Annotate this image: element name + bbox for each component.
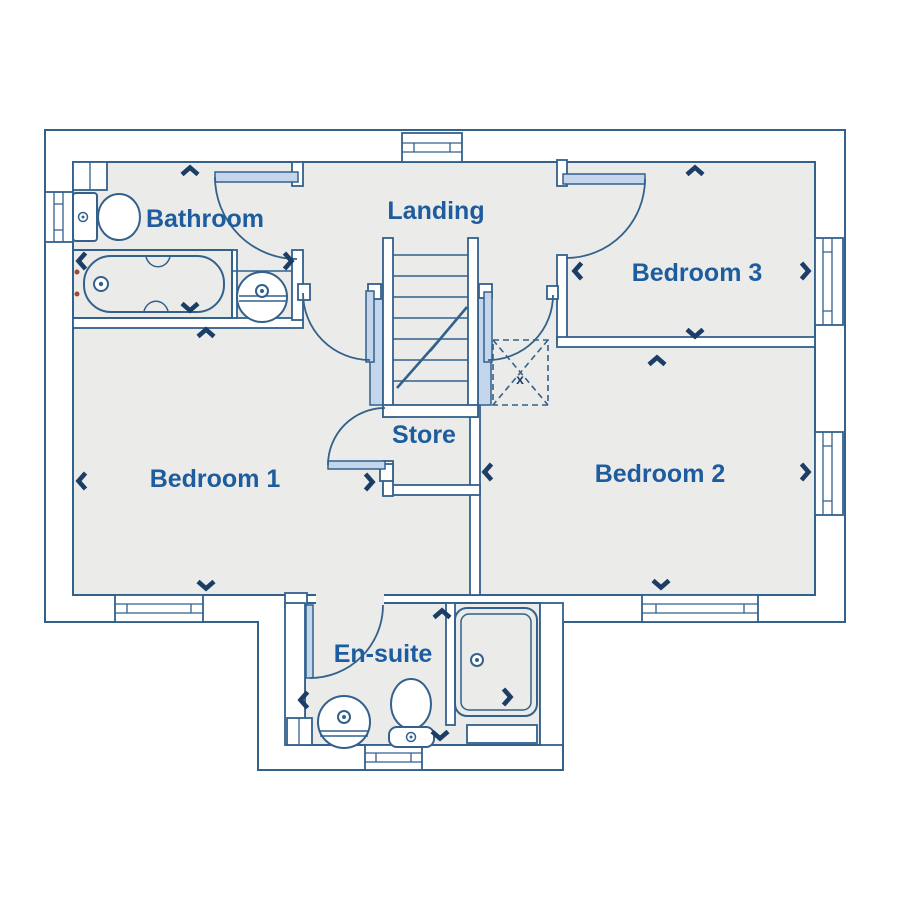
chevron-left-icon [571, 261, 584, 281]
room-label-bedroom2: Bedroom 2 [595, 460, 726, 488]
chevron-down-icon [685, 327, 705, 340]
room-label-ensuite: En-suite [334, 640, 433, 668]
stair-direction-break-line [396, 306, 468, 389]
room-labels: Bathroom Landing Bedroom 3 Bedroom 1 Sto… [146, 197, 762, 668]
ensuite-door [305, 604, 384, 679]
window-bedroom2-bottom [641, 594, 759, 623]
chevron-down-icon [180, 301, 200, 314]
stair-string-right [467, 237, 479, 418]
bathroom-toilet [72, 192, 141, 242]
chevron-right-icon [799, 462, 812, 482]
room-floors [72, 161, 816, 746]
fixtures [72, 192, 538, 749]
room-label-landing: Landing [387, 197, 484, 225]
bedroom3-door-jamb [556, 159, 568, 187]
room-label-bathroom: Bathroom [146, 205, 264, 233]
chevron-right-icon [363, 472, 376, 492]
bedroom3-bedroom2-wall [556, 336, 816, 348]
chevron-down-icon [651, 578, 671, 591]
window-landing-top [401, 132, 463, 163]
ensuite-door-opening [316, 594, 384, 605]
bedroom1-door [297, 283, 382, 363]
bedroom3-door [562, 173, 646, 259]
ensuite-basin [317, 695, 371, 749]
shower-niche-wall [445, 602, 456, 726]
ensuite-toilet [388, 678, 435, 748]
room-label-bedroom1: Bedroom 1 [150, 465, 281, 493]
stair-treads [393, 254, 468, 382]
bathroom-basin [232, 270, 292, 323]
chevron-up-icon [647, 354, 667, 367]
chevron-left-icon [297, 690, 310, 710]
main-floor [72, 161, 816, 596]
window-bedroom3-right [814, 237, 844, 326]
ensuite-corner-duct [286, 717, 313, 746]
chevron-left-icon [481, 462, 494, 482]
dimension-arrows-bedroom3 [571, 164, 812, 340]
chevron-right-icon [282, 251, 295, 271]
chevron-up-icon [432, 607, 452, 620]
chevron-right-icon [799, 261, 812, 281]
window-bathroom-left [44, 191, 74, 243]
dimension-arrows-bedroom1 [75, 326, 376, 592]
window-bedroom2-right [814, 431, 844, 516]
dimension-arrows-ensuite [297, 607, 514, 742]
room-label-bedroom3: Bedroom 3 [632, 259, 763, 287]
chevron-up-icon [196, 326, 216, 339]
bathroom-corner-duct [72, 161, 108, 191]
store-south-wall [382, 484, 481, 496]
stair-string-left [382, 237, 394, 418]
chevron-right-icon [501, 687, 514, 707]
stair-bottom-riser [382, 404, 479, 418]
window-ensuite-bottom [364, 744, 423, 771]
doors [214, 171, 646, 679]
loft-hatch-mark: x [516, 371, 524, 387]
dimension-arrows-bathroom [75, 164, 295, 314]
chevron-left-icon [75, 251, 88, 271]
store-door [327, 407, 394, 482]
loft-hatch: x [492, 339, 549, 406]
shower-step [466, 724, 538, 744]
bathroom-door [214, 171, 299, 260]
chevron-down-icon [196, 579, 216, 592]
chevron-up-icon [685, 164, 705, 177]
chevron-down-icon [430, 729, 450, 742]
window-bedroom1-bottom [114, 594, 204, 623]
windows [44, 132, 844, 771]
chevron-up-icon [180, 164, 200, 177]
room-label-store: Store [392, 421, 456, 449]
store-bedroom2-wall [469, 404, 481, 596]
ensuite-east-wall [539, 602, 564, 746]
bathroom-bath [72, 249, 233, 319]
bedroom2-door [478, 283, 559, 363]
chevron-left-icon [75, 471, 88, 491]
dimension-arrows-bedroom2 [481, 354, 812, 591]
ensuite-shower [454, 607, 538, 717]
